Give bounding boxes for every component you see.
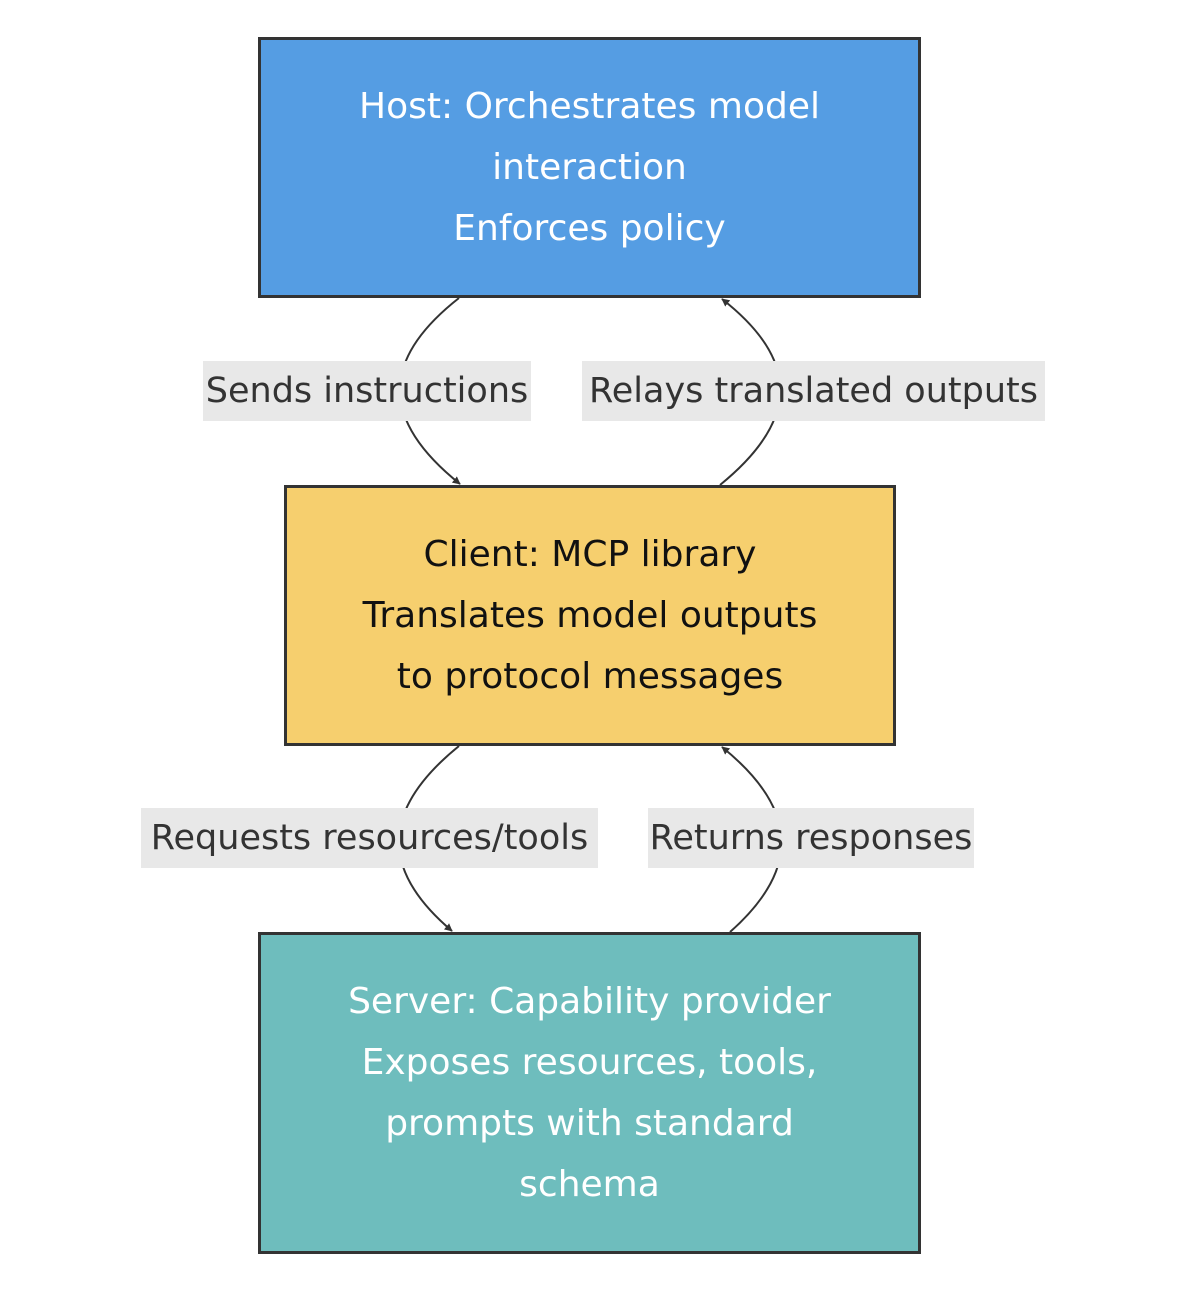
server-node: Server: Capability provider Exposes reso…: [258, 932, 921, 1254]
client-line-3: to protocol messages: [396, 656, 784, 697]
server-line-4: schema: [519, 1164, 660, 1205]
edge-label-returns-responses: Returns responses: [648, 808, 974, 868]
client-node: Client: MCP library Translates model out…: [284, 485, 896, 746]
edge-label-requests-resources-tools: Requests resources/tools: [141, 808, 598, 868]
host-line-1: Host: Orchestrates model: [359, 86, 820, 127]
server-line-1: Server: Capability provider: [348, 981, 831, 1022]
host-node: Host: Orchestrates model interaction Enf…: [258, 37, 921, 298]
server-line-2: Exposes resources, tools,: [361, 1042, 818, 1083]
host-line-3: Enforces policy: [453, 208, 726, 249]
server-line-3: prompts with standard: [385, 1103, 794, 1144]
client-line-1: Client: MCP library: [423, 534, 757, 575]
host-line-2: interaction: [492, 147, 687, 188]
edge-label-relays-translated-outputs: Relays translated outputs: [582, 361, 1045, 421]
client-line-2: Translates model outputs: [362, 595, 818, 636]
edge-label-sends-instructions: Sends instructions: [203, 361, 531, 421]
